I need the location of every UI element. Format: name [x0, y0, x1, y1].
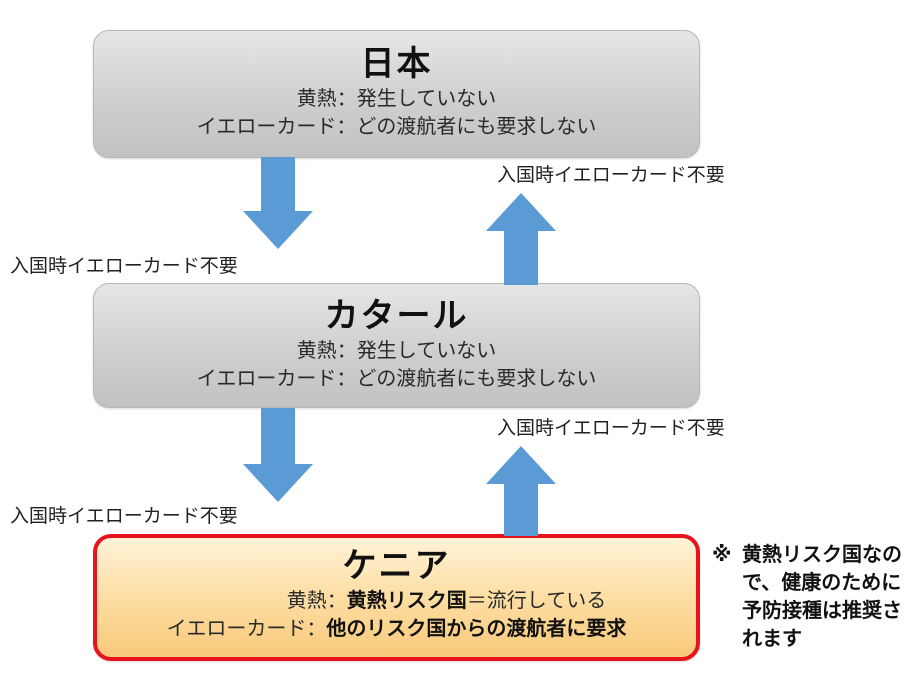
kenya-yellow-card-value: 他のリスク国からの渡航者に要求 [326, 616, 627, 640]
kenya-box: ケニア 黄熱：黄熱リスク国＝流行している イエローカード：他のリスク国からの渡航… [93, 534, 700, 661]
arrow-up-kenya-to-qatar [486, 446, 556, 536]
qatar-box: カタール 黄熱：発生していない イエローカード：どの渡航者にも要求しない [93, 283, 700, 408]
qatar-yellow-fever-line: 黄熱：発生していない [94, 336, 699, 364]
japan-yellow-fever-line: 黄熱：発生していない [94, 84, 699, 112]
kenya-yellow-card-line: イエローカード：他のリスク国からの渡航者に要求 [97, 614, 696, 642]
qatar-yellow-fever-value: 発生していない [356, 338, 497, 362]
qatar-title: カタール [324, 296, 469, 336]
japan-box: 日本 黄熱：発生していない イエローカード：どの渡航者にも要求しない [93, 30, 700, 158]
japan-yellow-fever-label: 黄熱： [296, 86, 357, 110]
japan-yellow-fever-value: 発生していない [356, 86, 497, 110]
label-qatar-to-japan: 入国時イエローカード不要 [497, 164, 725, 186]
qatar-yellow-card-label: イエローカード： [196, 366, 357, 390]
kenya-yellow-fever-status: ＝流行している [466, 588, 607, 612]
arrow-down-qatar-to-kenya [243, 408, 313, 502]
kenya-title: ケニア [342, 546, 451, 586]
note-mark: ※ [712, 542, 732, 566]
vaccination-note: ※ 黄熱リスク国なので、健康のために予防接種は推奨されます [712, 540, 920, 652]
arrow-up-qatar-to-japan [486, 193, 556, 285]
japan-yellow-card-label: イエローカード： [196, 114, 357, 138]
kenya-yellow-card-label: イエローカード： [166, 616, 327, 640]
qatar-yellow-fever-label: 黄熱： [296, 338, 357, 362]
qatar-yellow-card-line: イエローカード：どの渡航者にも要求しない [94, 364, 699, 392]
label-qatar-to-kenya: 入国時イエローカード不要 [10, 505, 238, 527]
kenya-yellow-fever-label: 黄熱： [286, 588, 347, 612]
japan-title: 日本 [360, 44, 433, 84]
qatar-yellow-card-value: どの渡航者にも要求しない [356, 366, 597, 390]
arrow-down-japan-to-qatar [243, 157, 313, 249]
japan-yellow-card-value: どの渡航者にも要求しない [356, 114, 597, 138]
note-text: 黄熱リスク国なので、健康のために予防接種は推奨されます [742, 542, 902, 650]
kenya-yellow-fever-risk: 黄熱リスク国 [346, 588, 467, 612]
label-kenya-to-qatar: 入国時イエローカード不要 [497, 417, 725, 439]
japan-yellow-card-line: イエローカード：どの渡航者にも要求しない [94, 112, 699, 140]
kenya-yellow-fever-line: 黄熱：黄熱リスク国＝流行している [97, 586, 696, 614]
label-japan-to-qatar: 入国時イエローカード不要 [10, 255, 238, 277]
